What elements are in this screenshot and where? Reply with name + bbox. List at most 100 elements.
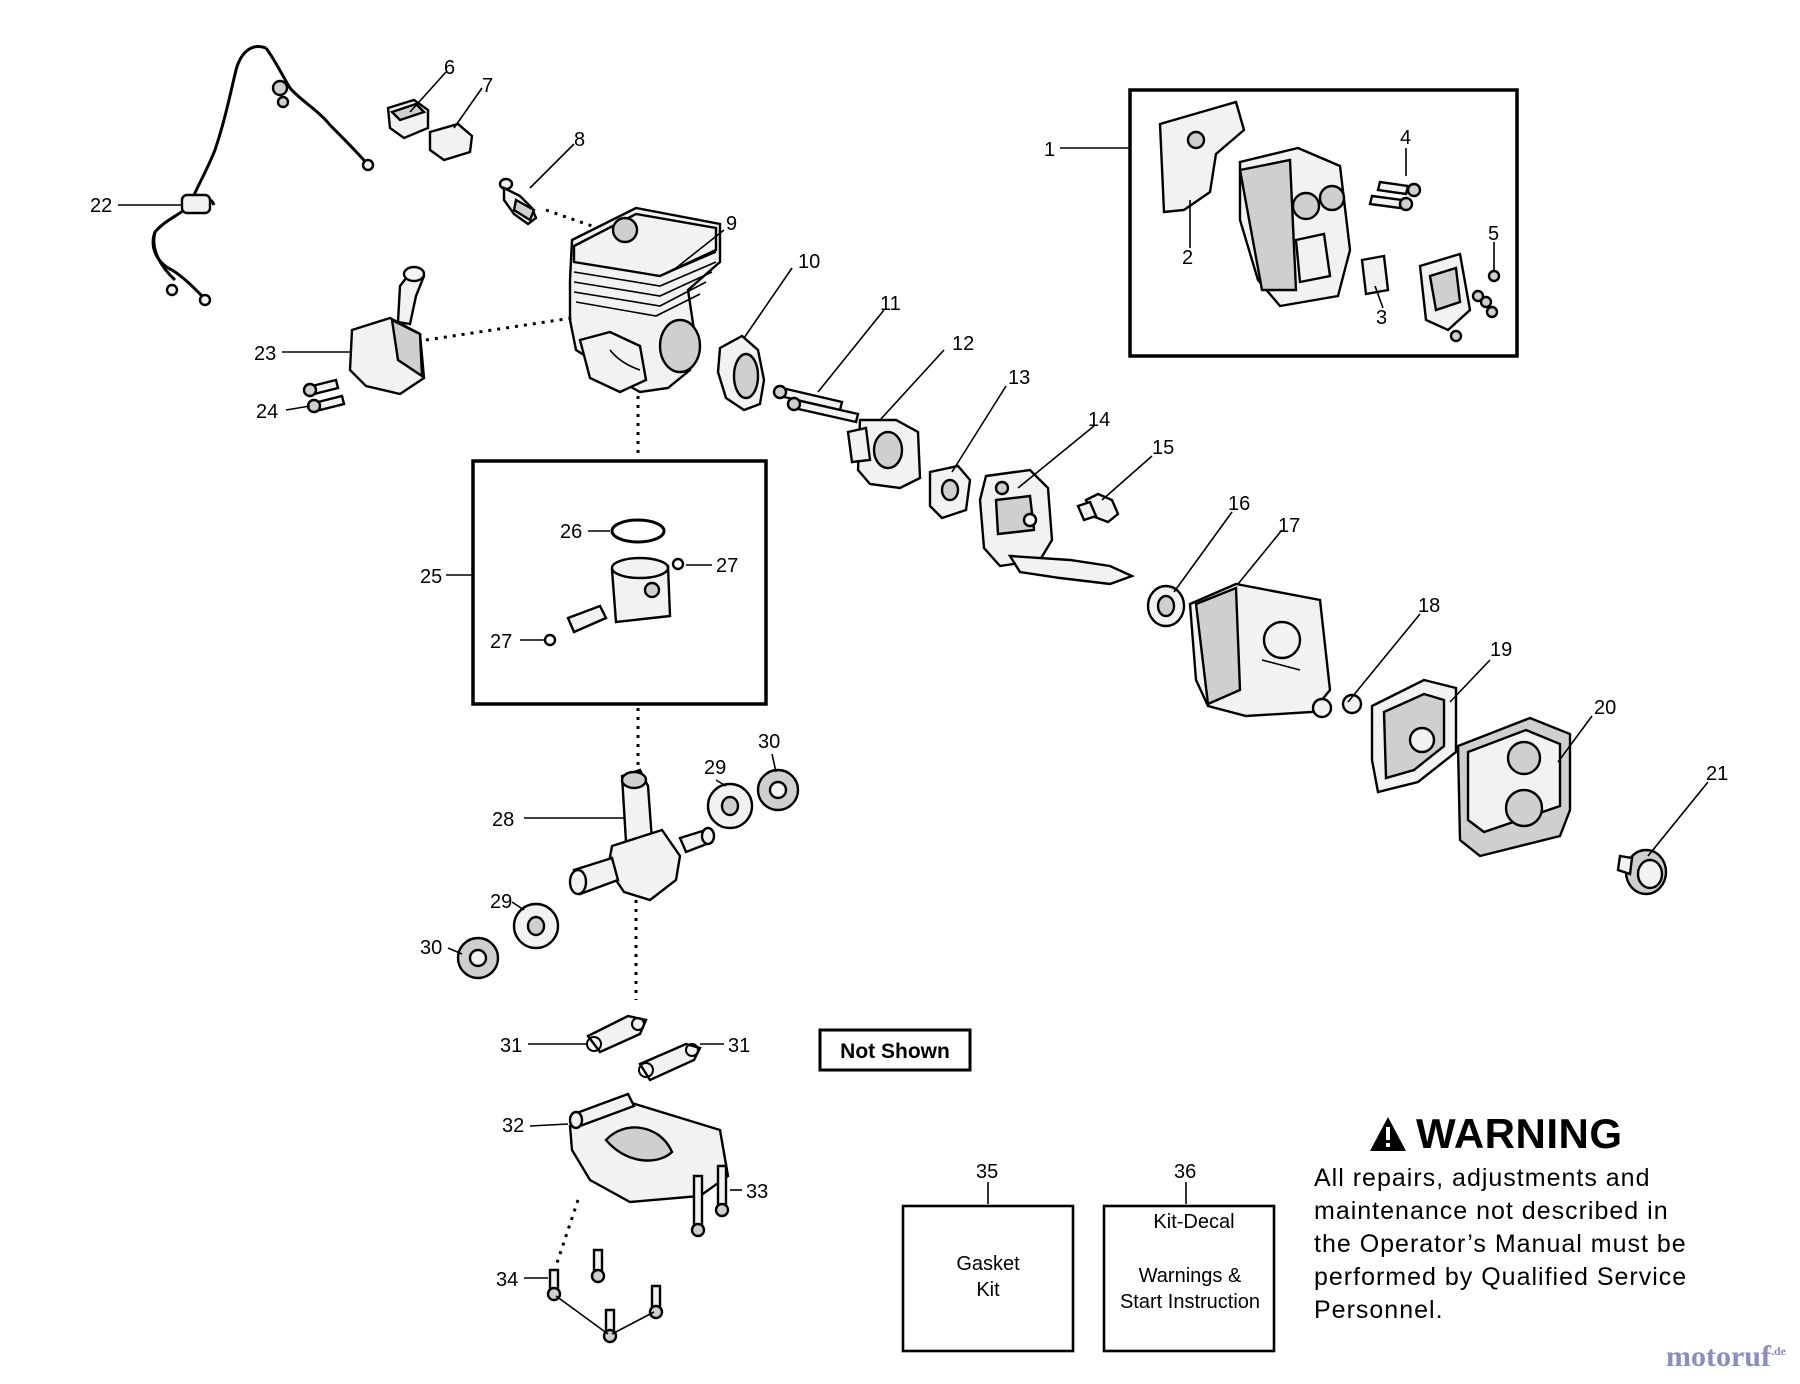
warning-line: Personnel. <box>1314 1296 1444 1324</box>
decal-kit-line2: Start Instruction <box>1120 1291 1260 1313</box>
warning-line: performed by Qualified Service <box>1314 1263 1688 1291</box>
label-4: 4 <box>1400 127 1411 149</box>
not-shown-label: Not Shown <box>840 1040 950 1063</box>
part-5-muffler-screws <box>1449 269 1501 343</box>
part-10-intake-boot <box>716 334 766 412</box>
muffler-kit-box <box>1128 88 1519 358</box>
label-8: 8 <box>574 129 585 151</box>
part-30-seals <box>456 768 800 980</box>
label-1: 1 <box>1044 139 1055 161</box>
label-29b: 29 <box>490 891 512 913</box>
part-24-module-screws <box>302 378 346 414</box>
part-32-crankcase <box>568 1092 730 1204</box>
part-3-muffler-gasket <box>1360 254 1390 296</box>
motoruf-watermark: motoruf.de <box>1666 1340 1786 1374</box>
part-21-cover-knob <box>1616 848 1668 896</box>
label-5: 5 <box>1488 223 1499 245</box>
part-12-carb-adapter <box>846 418 922 490</box>
label-31a: 31 <box>500 1035 522 1057</box>
part-19-air-filter <box>1370 678 1458 794</box>
label-20: 20 <box>1594 697 1616 719</box>
dashed-line-plug <box>545 208 593 228</box>
part-15-primer-bulb <box>1076 492 1120 524</box>
part-26-piston-ring <box>610 518 666 544</box>
piston-kit-box <box>471 459 768 706</box>
label-36: 36 <box>1174 1161 1196 1183</box>
decal-kit-box: Kit-Decal Warnings & Start Instruction <box>1102 1204 1276 1353</box>
part-34-bolts <box>546 1248 664 1344</box>
part-13-gasket <box>928 464 972 520</box>
leader-lines <box>118 71 1709 1279</box>
label-21: 21 <box>1706 763 1728 785</box>
label-34: 34 <box>496 1269 518 1291</box>
label-19: 19 <box>1490 639 1512 661</box>
label-6: 6 <box>444 57 455 79</box>
label-9: 9 <box>726 213 737 235</box>
part-4-muffler-bolts <box>1368 180 1422 212</box>
part-muffler-body <box>1238 146 1352 308</box>
part-17-air-filter-housing <box>1188 582 1332 718</box>
label-25: 25 <box>420 566 442 588</box>
label-15: 15 <box>1152 437 1174 459</box>
part-27-circlips <box>543 557 685 647</box>
part-piston <box>610 556 672 624</box>
part-2-heat-shield <box>1158 100 1246 214</box>
part-11-long-bolts <box>772 384 860 424</box>
part-muffler-plate <box>1418 252 1472 332</box>
warning-line: maintenance not described in <box>1314 1197 1669 1225</box>
dashed-line-case-bolts <box>554 1199 580 1267</box>
part-8-spark-plug <box>498 177 538 226</box>
part-7-pad <box>428 122 474 162</box>
gasket-kit-box: Gasket Kit <box>901 1204 1075 1353</box>
label-7: 7 <box>482 75 493 97</box>
label-31b: 31 <box>728 1035 750 1057</box>
label-35: 35 <box>976 1161 998 1183</box>
part-14-carburetor <box>978 468 1136 586</box>
gasket-kit-line2: Kit <box>976 1279 1000 1301</box>
label-17: 17 <box>1278 515 1300 537</box>
warning-line: the Operator’s Manual must be <box>1314 1230 1687 1258</box>
label-30b: 30 <box>420 937 442 959</box>
warning-notice: WARNING All repairs, adjustments and mai… <box>1314 1110 1784 1327</box>
label-3: 3 <box>1376 307 1387 329</box>
label-24: 24 <box>256 401 278 423</box>
warning-body: All repairs, adjustments and maintenance… <box>1314 1162 1784 1327</box>
part-31-crankcase-gaskets <box>586 1014 702 1082</box>
label-13: 13 <box>1008 367 1030 389</box>
decal-kit-line1: Warnings & <box>1139 1265 1242 1287</box>
label-2: 2 <box>1182 247 1193 269</box>
watermark-suffix: .de <box>1771 1344 1786 1358</box>
label-27a: 27 <box>716 555 738 577</box>
label-27b: 27 <box>490 631 512 653</box>
watermark-text: motoruf <box>1666 1340 1771 1373</box>
warning-line: All repairs, adjustments and <box>1314 1164 1651 1192</box>
label-26: 26 <box>560 521 582 543</box>
warning-title-text: WARNING <box>1416 1110 1623 1157</box>
label-11: 11 <box>880 293 901 315</box>
label-29a: 29 <box>704 757 726 779</box>
part-piston-pin <box>566 604 608 634</box>
part-23-ignition-module <box>348 265 426 396</box>
part-9-cylinder <box>568 206 722 394</box>
warning-heading: WARNING <box>1368 1110 1784 1158</box>
dashed-line-module <box>425 316 573 342</box>
label-23: 23 <box>254 343 276 365</box>
part-number-labels: 1 2 3 4 5 6 7 8 9 10 11 12 13 14 15 16 1… <box>90 57 1728 1291</box>
gasket-kit-line1: Gasket <box>956 1253 1020 1275</box>
label-33: 33 <box>746 1181 768 1203</box>
label-10: 10 <box>798 251 820 273</box>
part-18-nuts <box>1311 693 1363 719</box>
label-32: 32 <box>502 1115 524 1137</box>
label-28: 28 <box>492 809 514 831</box>
label-22: 22 <box>90 195 112 217</box>
part-29-bearings <box>512 782 754 950</box>
warning-triangle-icon <box>1370 1117 1406 1151</box>
decal-kit-title: Kit-Decal <box>1153 1211 1234 1233</box>
label-12: 12 <box>952 333 974 355</box>
label-30a: 30 <box>758 731 780 753</box>
part-6-grommet <box>386 98 430 140</box>
label-18: 18 <box>1418 595 1440 617</box>
part-20-air-filter-cover <box>1456 716 1572 858</box>
label-16: 16 <box>1228 493 1250 515</box>
